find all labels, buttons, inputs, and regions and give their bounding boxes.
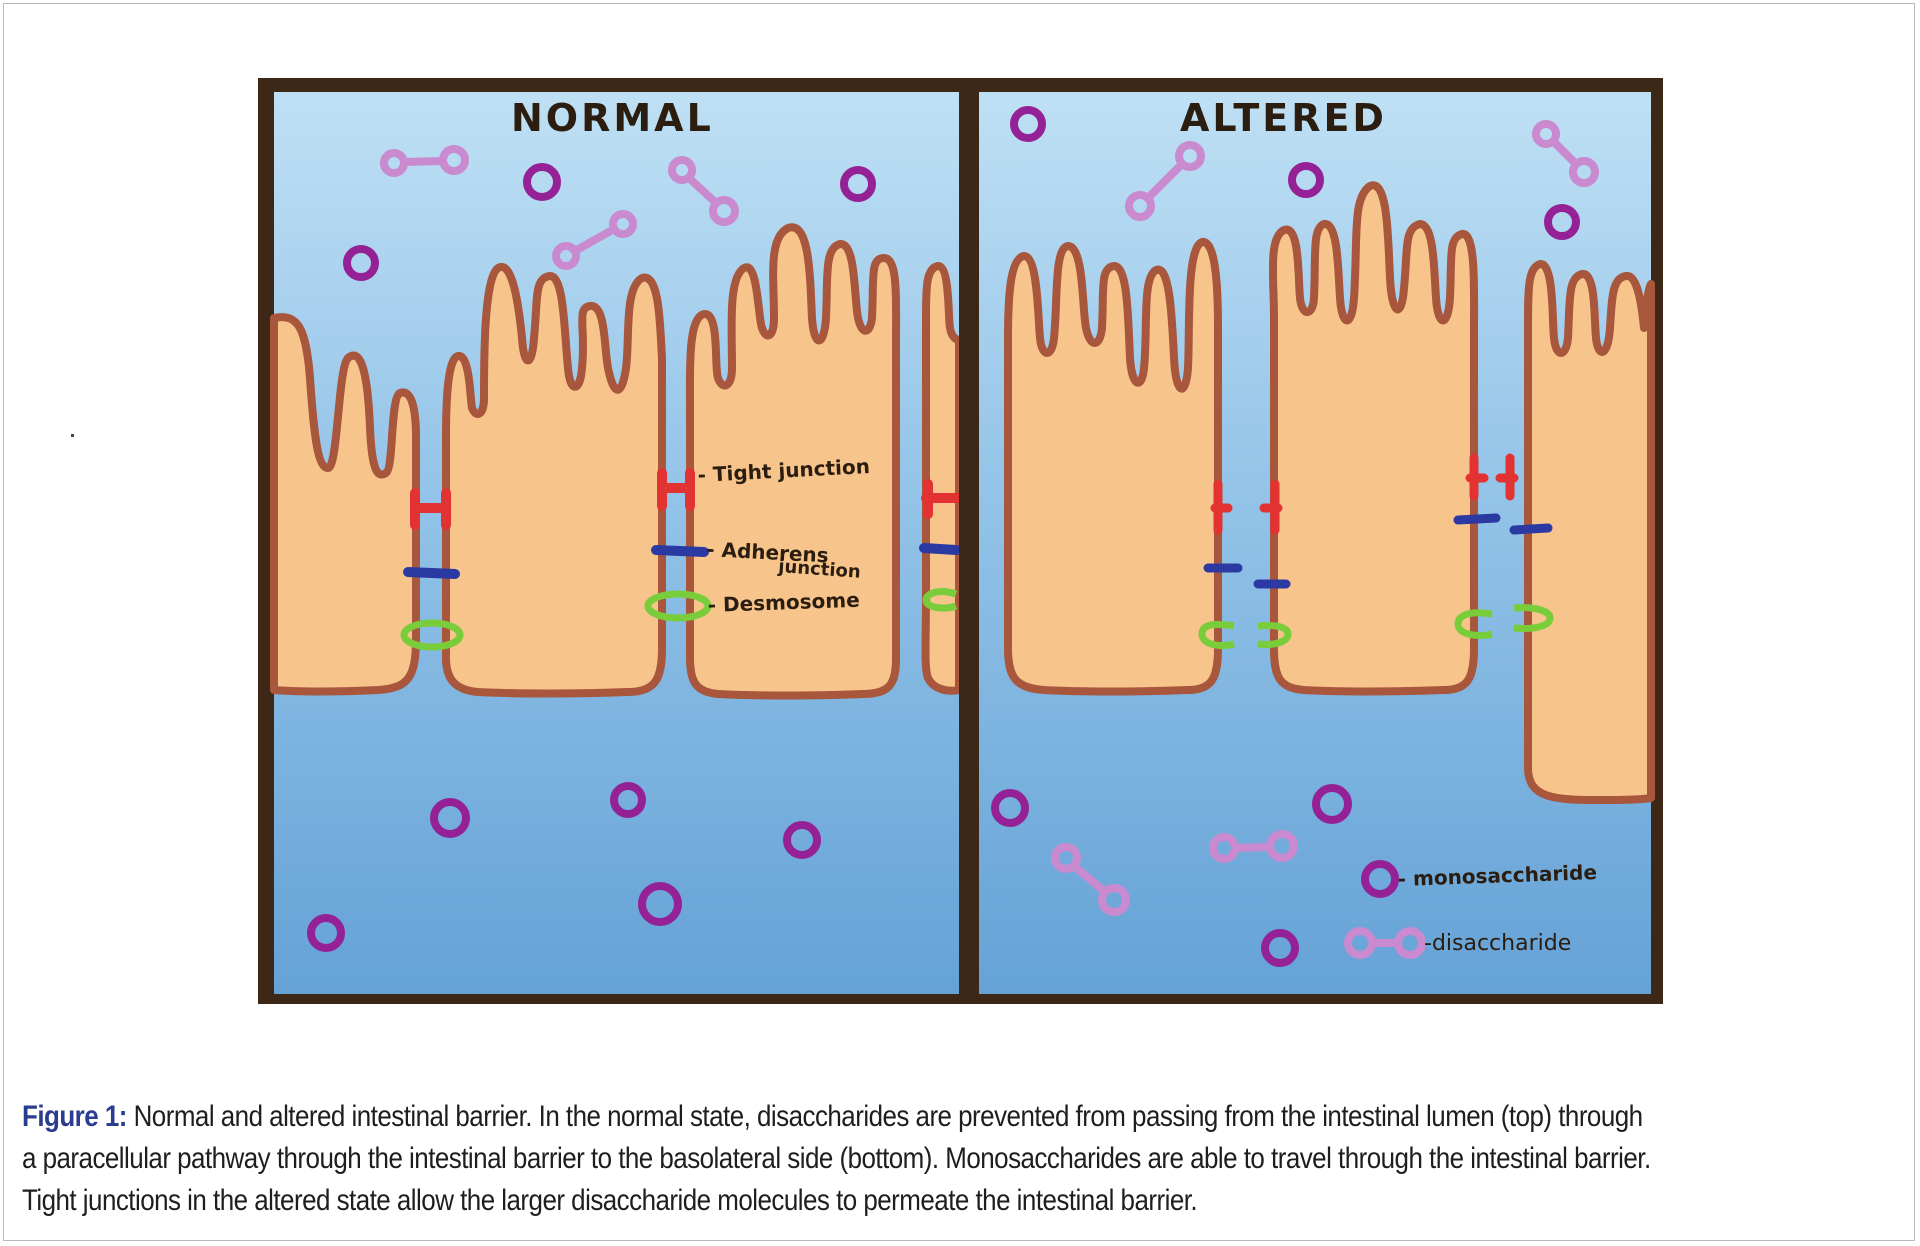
label-desmosome: - Desmosome xyxy=(707,588,860,617)
normal-cell-1 xyxy=(270,313,420,696)
normal-cell-4 xyxy=(921,262,963,695)
figure-caption: Figure 1: Normal and altered intestinal … xyxy=(22,1096,1676,1222)
altered-panel-cells xyxy=(1004,181,1655,804)
tight-junction-icon xyxy=(1465,453,1519,501)
adherens-junction-icon xyxy=(403,567,460,579)
monosaccharide-icon xyxy=(307,914,345,952)
altered-cell-2 xyxy=(1268,181,1479,696)
disaccharide-icon xyxy=(1125,141,1205,221)
disaccharide-icon xyxy=(1532,120,1599,187)
tight-junction-icon xyxy=(410,488,451,530)
altered-cell-3 xyxy=(1524,260,1655,804)
disaccharide-icon xyxy=(1051,843,1130,916)
legend-monosaccharide-icon xyxy=(1361,860,1399,898)
disaccharide-icon xyxy=(552,210,637,270)
altered-junctions xyxy=(1198,453,1554,650)
normal-junctions xyxy=(400,468,963,651)
tight-junction-icon xyxy=(921,479,963,519)
desmosome-icon xyxy=(1454,604,1554,640)
caption-label: Figure 1: xyxy=(22,1100,127,1133)
altered-cell-1 xyxy=(1004,238,1222,696)
normal-panel-cells xyxy=(270,223,963,700)
monosaccharide-icon xyxy=(638,882,682,926)
adherens-junction-icon xyxy=(1453,513,1553,535)
desmosome-icon xyxy=(922,588,958,612)
disaccharide-icon xyxy=(1209,830,1298,863)
monosaccharide-icon xyxy=(1312,784,1352,824)
adherens-junction-icon xyxy=(651,545,709,557)
panel-title-altered: ALTERED xyxy=(1180,96,1387,140)
monosaccharide-icon xyxy=(1544,204,1580,240)
monosaccharide-icon xyxy=(783,821,821,859)
legend-disaccharide-icon xyxy=(1344,927,1426,959)
monosaccharide-icon xyxy=(1261,929,1299,967)
caption-line-3: Tight junctions in the altered state all… xyxy=(22,1184,1198,1217)
caption-line-1-text: Normal and altered intestinal barrier. I… xyxy=(133,1100,1644,1133)
monosaccharide-icon xyxy=(1010,106,1046,142)
monosaccharide-icon xyxy=(430,798,470,838)
legend-disaccharide-label: -disaccharide xyxy=(1424,931,1571,956)
monosaccharide-icon xyxy=(1288,162,1324,198)
adherens-junction-icon xyxy=(919,543,961,555)
disaccharide-icon xyxy=(668,156,739,226)
monosaccharide-icon xyxy=(610,782,646,818)
panel-title-normal: NORMAL xyxy=(511,96,714,140)
intestinal-barrier-diagram: NORMAL - Tight junction - Adherens junct… xyxy=(258,78,1663,1004)
monosaccharide-icon xyxy=(523,163,561,201)
tight-junction-icon xyxy=(657,468,695,511)
normal-cell-3 xyxy=(685,223,901,700)
normal-molecules xyxy=(307,145,876,952)
stray-dot xyxy=(71,434,74,437)
panel-divider xyxy=(959,78,979,1004)
normal-cell-2 xyxy=(442,262,666,698)
caption-line-2: a paracellular pathway through the intes… xyxy=(22,1142,1651,1175)
desmosome-icon xyxy=(644,590,712,622)
legend: - monosaccharide -disaccharide xyxy=(1344,860,1597,959)
caption-line-1: Figure 1: Normal and altered intestinal … xyxy=(22,1096,1676,1138)
desmosome-icon xyxy=(400,619,464,651)
monosaccharide-icon xyxy=(343,245,379,281)
adherens-junction-icon xyxy=(1203,563,1291,589)
monosaccharide-icon xyxy=(840,166,876,202)
tight-junction-icon xyxy=(1210,479,1283,535)
altered-molecules xyxy=(991,106,1599,967)
desmosome-icon xyxy=(1198,620,1292,650)
disaccharide-icon xyxy=(380,145,469,177)
monosaccharide-icon xyxy=(991,789,1029,827)
